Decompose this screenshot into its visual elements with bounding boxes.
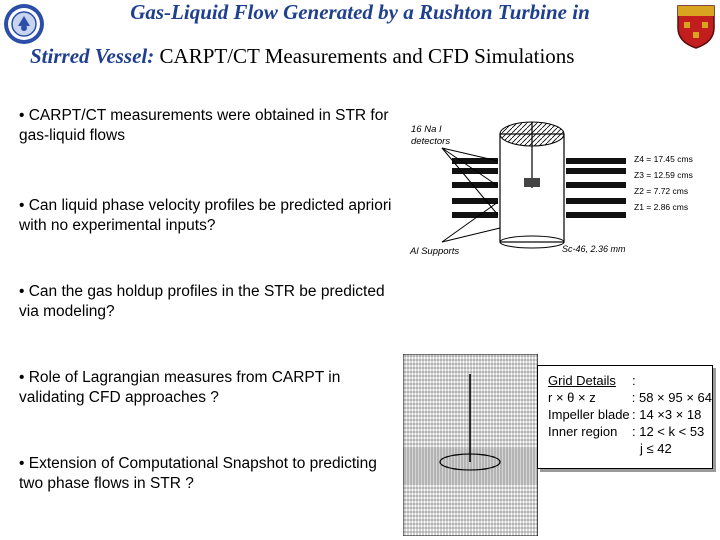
source-label: Sc-46, 2.36 mm <box>562 244 626 254</box>
grid-row-key: Inner region <box>548 424 618 439</box>
supports-label: Al Supports <box>409 246 459 257</box>
detector-bar <box>452 182 498 188</box>
title-rest: CARPT/CT Measurements and CFD Simulation… <box>154 44 575 68</box>
level-label-z4: Z4 = 17.45 cms <box>634 154 693 164</box>
arrow-line <box>441 227 501 243</box>
detector-bar <box>452 212 498 218</box>
slide-title-line-2: Stirred Vessel: CARPT/CT Measurements an… <box>30 44 574 69</box>
bullet-4: • Role of Lagrangian measures from CARPT… <box>19 369 341 406</box>
grid-row-value: j ≤ 42 <box>640 441 672 456</box>
detector-bar <box>566 198 626 204</box>
detector-bar <box>452 168 498 174</box>
bullet-3: • Can the gas holdup profiles in the STR… <box>19 283 385 320</box>
grid-row-key <box>548 440 632 457</box>
grid-row-value: : 58 × 95 × 64 <box>631 390 712 405</box>
grid-details-box: Grid Details: r × θ × z : 58 × 95 × 64 Im… <box>537 365 713 469</box>
grid-row-value: : 14 ×3 × 18 <box>632 407 702 422</box>
arrow-line <box>441 201 499 243</box>
slide-title-line-1: Gas-Liquid Flow Generated by a Rushton T… <box>130 0 590 24</box>
detectors-label-2: detectors <box>411 136 450 147</box>
bullet-1: • CARPT/CT measurements were obtained in… <box>19 107 389 144</box>
detector-bar <box>566 158 626 164</box>
bullet-5: • Extension of Computational Snapshot to… <box>19 455 377 492</box>
detector-bar <box>566 182 626 188</box>
detector-bar <box>566 212 626 218</box>
grid-details-colon: : <box>632 373 636 388</box>
level-label-z3: Z3 = 12.59 cms <box>634 170 693 180</box>
cfd-mesh-image <box>403 354 538 536</box>
detector-bar <box>452 198 498 204</box>
detectors-label: 16 Na I <box>411 124 442 135</box>
title-emphasis: Stirred Vessel: <box>30 44 155 68</box>
grid-details-heading: Grid Details <box>548 373 616 388</box>
detector-bar <box>452 158 498 164</box>
grid-row-key: r × θ × z <box>548 390 596 405</box>
university-crest-logo <box>677 5 715 49</box>
arrow-line <box>441 147 499 187</box>
arrow-line <box>441 147 499 216</box>
detector-bar <box>566 168 626 174</box>
rushton-impeller <box>524 178 540 187</box>
level-label-z1: Z1 = 2.86 cms <box>634 202 688 212</box>
university-seal-logo <box>4 4 44 44</box>
carpt-setup-diagram: 16 Na I detectors Al Supports Sc-46, 2.3… <box>409 121 693 257</box>
grid-row-key: Impeller blade <box>548 407 630 422</box>
bullet-2: • Can liquid phase velocity profiles be … <box>19 197 392 234</box>
level-label-z2: Z2 = 7.72 cms <box>634 186 688 196</box>
arrow-line <box>441 147 499 162</box>
vessel-bottom <box>499 235 565 249</box>
grid-row-value: : 12 < k < 53 <box>632 424 705 439</box>
